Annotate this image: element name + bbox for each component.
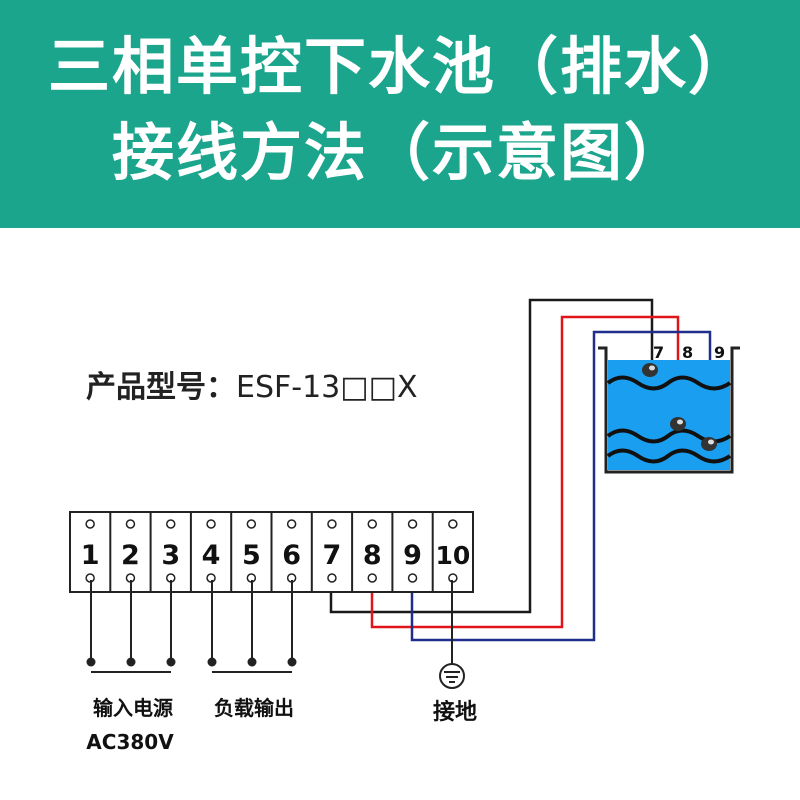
wire-black [329,298,654,614]
terminal-1: 1 [81,519,100,583]
terminal-screw-top [85,519,95,529]
model-value: ESF-13□□X [236,370,418,405]
terminal-number: 10 [435,541,470,570]
terminal-number: 8 [363,540,382,571]
tank-label-9: 9 [714,343,725,362]
terminal-6: 6 [270,512,301,592]
float-switch-icon [670,417,686,431]
terminal-screw-top [448,519,458,529]
wire-red [370,315,680,629]
input-power-label: 输入电源 [93,696,173,720]
terminal-4: 4 [189,512,221,592]
title-line-2: 接线方法（示意图） [111,116,688,189]
title-line-1: 三相单控下水池（排水） [47,30,752,103]
terminal-screw-top [286,519,297,529]
terminal-screw-top [206,519,216,529]
terminal-screw-top [367,519,377,529]
terminal-number: 3 [161,540,180,571]
wave-line-top [606,375,732,391]
terminal-screw-bottom [367,573,377,583]
terminal-10: 10 [431,512,470,592]
terminal-number: 5 [242,540,261,571]
terminal-screw-top [407,519,418,529]
terminal-2: 2 [109,512,140,592]
terminal-3: 3 [149,512,180,592]
input-voltage-label: AC380V [86,730,174,754]
load-output-wiring [211,580,293,673]
terminal-screw-top [125,519,136,529]
input-power-wiring [90,580,172,673]
load-output-nodes [207,657,297,667]
terminal-number: 2 [121,540,140,571]
terminal-7: 7 [310,512,342,592]
float-switch-icon [701,437,717,451]
terminal-screw-top [166,519,176,529]
terminal-number: 9 [403,540,422,571]
title-banner: 三相单控下水池（排水） 接线方法（示意图） [0,0,800,228]
water-tank: 7 8 9 [598,343,740,474]
wave-line-bottom [606,448,732,464]
tank-label-7: 7 [653,343,664,362]
product-model: 产品型号：ESF-13□□X [86,362,418,406]
tank-outline [598,346,740,474]
terminal-number: 1 [81,540,100,571]
tank-label-8: 8 [682,343,693,362]
terminal-5: 5 [230,512,261,592]
input-power-nodes [86,657,176,667]
ground-label: 接地 [433,700,477,725]
terminal-screw-top [246,519,257,529]
ground-icon [439,663,465,689]
terminal-screw-bottom [327,573,337,583]
terminal-number: 7 [323,540,342,571]
terminal-8: 8 [351,512,382,592]
terminal-9: 9 [391,512,422,592]
float-switch-icon [642,363,658,377]
terminal-screw-bottom [407,573,418,583]
wire-blue [410,330,712,642]
load-output-label: 负载输出 [214,696,294,720]
terminal-screw-top [327,519,337,529]
terminal-number: 6 [282,540,301,571]
terminal-number: 4 [202,540,221,571]
model-label: 产品型号： [86,370,236,405]
